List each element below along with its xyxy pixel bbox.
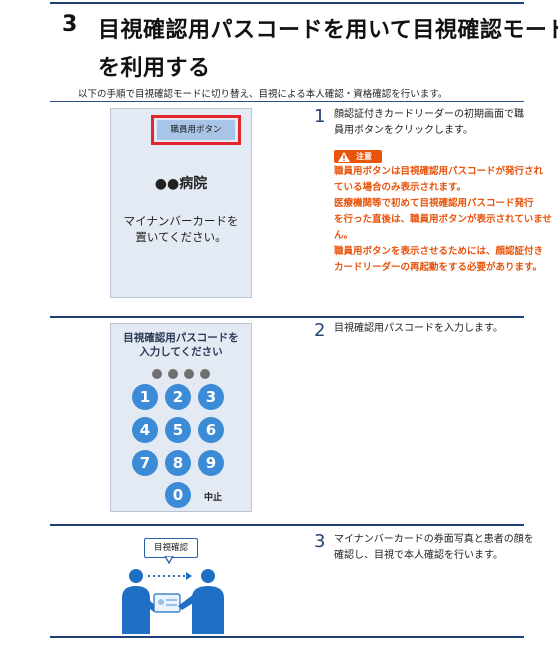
key-9[interactable]: 9: [198, 450, 224, 476]
step2-text: 目視確認用パスコードを入力します。: [334, 323, 503, 334]
passcode-screen-title-line1: 目視確認用パスコードを: [123, 332, 239, 344]
caution-badge: 注意: [334, 150, 382, 163]
key-0[interactable]: 0: [165, 482, 191, 508]
screen-message-line2: 置いてください。: [135, 230, 227, 244]
person-with-card-icon: [122, 569, 224, 634]
caution-label: 注意: [356, 152, 372, 161]
step1-text-line1: 顔認証付きカードリーダーの初期画面で職: [334, 109, 524, 120]
caution-line: 医療機関等で初めて目視確認用パスコード発行: [334, 198, 534, 209]
caution-line: 職員用ボタンは目視確認用パスコードが発行され: [334, 166, 544, 177]
caution-line: ん。: [334, 230, 354, 241]
caution-line: 職員用ボタンを表示させるためには、顔認証付き: [334, 246, 544, 257]
step1-divider: [50, 316, 524, 318]
intro-underline: [50, 101, 524, 102]
staff-button-highlight: [151, 115, 241, 145]
top-rule: [50, 2, 524, 4]
warning-icon: [338, 152, 350, 162]
key-1[interactable]: 1: [132, 384, 158, 410]
hospital-name: ●●病院: [154, 176, 208, 192]
key-2[interactable]: 2: [165, 384, 191, 410]
caution-line: を行った直後は、職員用ボタンが表示されていませ: [334, 214, 552, 225]
cancel-button[interactable]: 中止: [204, 493, 223, 503]
bubble-tail-icon: [164, 556, 174, 564]
intro-text: 以下の手順で目視確認モードに切り替え、目視による本人確認・資格確認を行います。: [78, 89, 448, 100]
passcode-dots: [111, 364, 251, 383]
step1-text-line2: 員用ボタンをクリックします。: [334, 125, 473, 136]
caution-line: ている場合のみ表示されます。: [334, 182, 467, 193]
visual-check-badge-label: 目視確認: [153, 543, 188, 553]
screen-message-line1: マイナンバーカードを: [123, 214, 239, 228]
key-8[interactable]: 8: [165, 450, 191, 476]
step1-number: 1: [314, 106, 326, 127]
section-number: 3: [62, 12, 78, 37]
bottom-divider: [50, 636, 524, 638]
card-reader-screen-passcode: 目視確認用パスコードを 入力してください 1 2 3 4 5 6 7 8 9 0…: [110, 323, 252, 512]
card-reader-screen-initial: 職員用ボタン ●●病院 マイナンバーカードを 置いてください。: [110, 108, 252, 298]
key-4[interactable]: 4: [132, 417, 158, 443]
step3-text-line2: 確認し、目視で本人確認を行います。: [334, 550, 503, 561]
section-title-line2: を利用する: [98, 56, 211, 81]
passcode-screen-title-line2: 入力してください: [139, 346, 223, 358]
caution-line: カードリーダーの再起動をする必要があります。: [334, 262, 543, 273]
staff-button[interactable]: 職員用ボタン: [157, 120, 235, 140]
visual-check-badge: 目視確認: [144, 538, 198, 558]
key-6[interactable]: 6: [198, 417, 224, 443]
step2-number: 2: [314, 320, 326, 341]
step3-text-line1: マイナンバーカードの券面写真と患者の顔を: [334, 534, 534, 545]
key-5[interactable]: 5: [165, 417, 191, 443]
step2-divider: [50, 524, 524, 526]
key-3[interactable]: 3: [198, 384, 224, 410]
section-title-line1: 目視確認用パスコードを用いて目視確認モード: [98, 18, 558, 43]
visual-check-illustration: 目視確認: [120, 534, 240, 634]
key-7[interactable]: 7: [132, 450, 158, 476]
step3-number: 3: [314, 531, 326, 552]
